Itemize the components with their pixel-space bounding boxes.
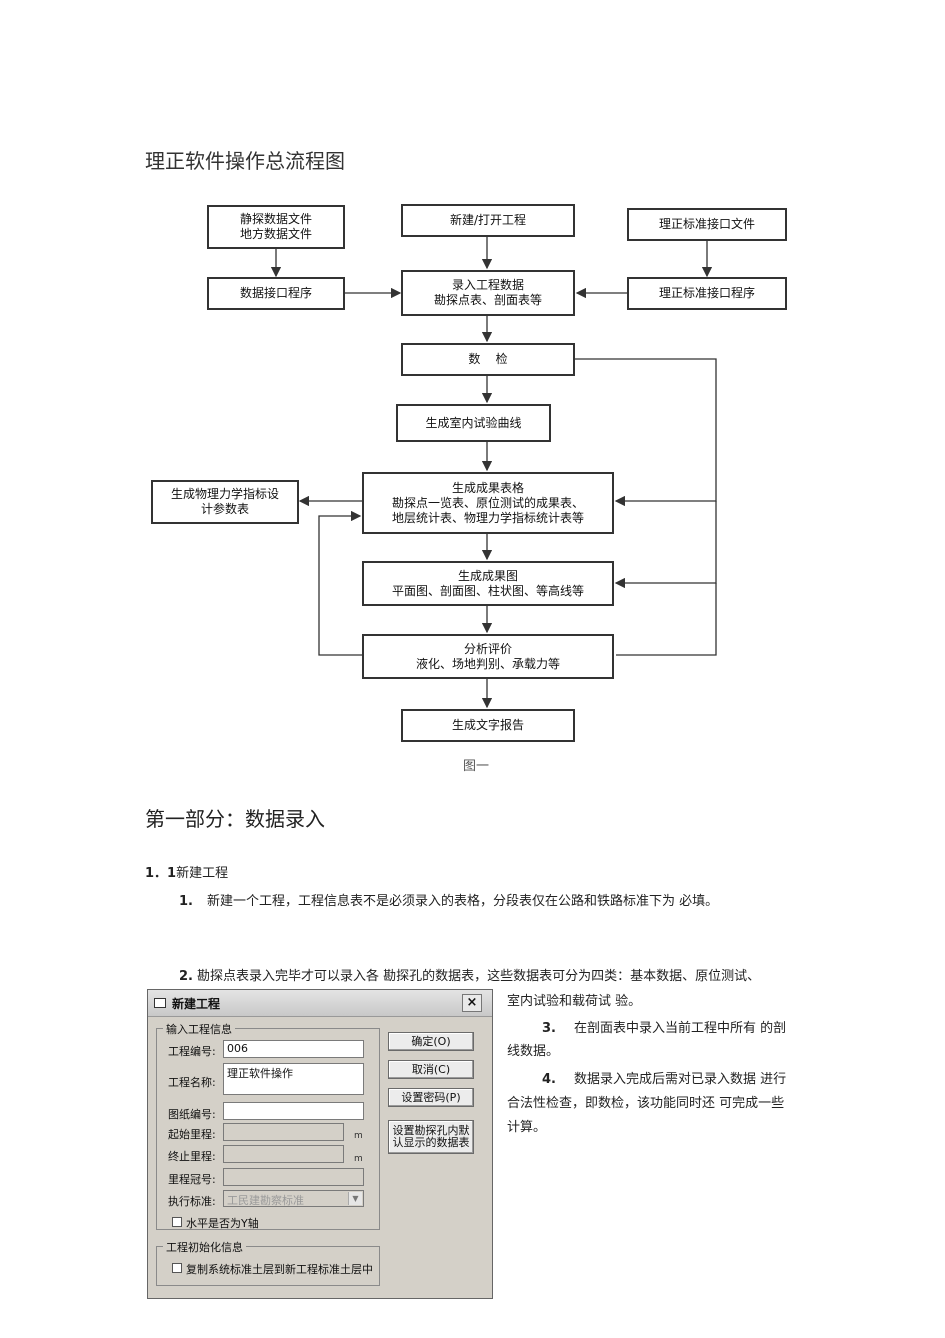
- drawing-no-label: 图纸编号:: [168, 1108, 216, 1121]
- box-text: 新建/打开工程: [449, 213, 527, 227]
- copy-layers-checkbox[interactable]: [172, 1263, 182, 1273]
- line-check-to-analysis: [616, 583, 717, 656]
- box-text-report: 生成文字报告: [401, 709, 575, 742]
- box-static-data-files: 静探数据文件 地方数据文件: [207, 205, 345, 249]
- box-text: 液化、场地判别、承载力等: [415, 656, 560, 671]
- box-analysis: 分析评价 液化、场地判别、承载力等: [362, 634, 614, 679]
- start-mileage-label: 起始里程:: [168, 1128, 216, 1141]
- box-data-check: 数 检: [401, 343, 575, 376]
- box-lizheng-interface-file: 理正标准接口文件: [627, 208, 787, 241]
- end-mileage-unit: m: [354, 1154, 363, 1164]
- box-text: 生成成果图: [457, 568, 518, 583]
- default-tables-button[interactable]: 设置勘探孔内默 认显示的数据表: [388, 1120, 474, 1154]
- box-text: 数 检: [468, 352, 508, 366]
- default-tables-button-line-1: 设置勘探孔内默: [392, 1124, 470, 1137]
- standard-label: 执行标准:: [168, 1195, 216, 1208]
- horizontal-y-axis-checkbox[interactable]: [172, 1217, 182, 1227]
- item-text: 新建一个工程，工程信息表不是必须录入的表格，分段表仅在公路和铁路标准下为 必填。: [206, 894, 719, 909]
- box-text: 生成成果表格: [451, 480, 524, 495]
- box-text: 计参数表: [200, 502, 249, 516]
- start-mileage-unit: m: [354, 1131, 363, 1141]
- item-3-line-1: 3. 在剖面表中录入当前工程中所有 的剖: [542, 1017, 786, 1041]
- item-4-line-2: 合法性检查，即数检，该功能同时还 可完成一些: [507, 1096, 785, 1111]
- box-text: 理正标准接口文件: [658, 217, 755, 231]
- box-new-open-project: 新建/打开工程: [401, 204, 575, 237]
- item-2-line-2: 室内试验和载荷试 验。: [507, 994, 642, 1009]
- arrow-check-to-tables: [575, 358, 717, 507]
- figure-caption: 图一: [463, 759, 490, 774]
- item-number: 1.: [179, 894, 193, 909]
- item-number: 4.: [542, 1072, 556, 1087]
- close-button[interactable]: ×: [462, 994, 482, 1012]
- start-mileage-input[interactable]: [223, 1123, 344, 1141]
- flowchart: 静探数据文件 地方数据文件 新建/打开工程 理正标准接口文件 数据接口程序 录入…: [151, 204, 787, 742]
- item-text: 勘探点表录入完毕才可以录入各 勘探孔的数据表，这些数据表可分为四类：基本数据、原…: [196, 969, 761, 984]
- box-data-interface-program: 数据接口程序: [207, 277, 345, 310]
- app-icon: [154, 998, 166, 1008]
- end-mileage-input[interactable]: [223, 1145, 344, 1163]
- project-name-input[interactable]: 理正软件操作: [223, 1063, 364, 1095]
- box-physical-params: 生成物理力学指标设 计参数表: [151, 480, 299, 524]
- ok-button[interactable]: 确定(O): [388, 1032, 474, 1051]
- end-mileage-label: 终止里程:: [168, 1150, 216, 1163]
- subheading-number: 1．1: [145, 866, 177, 881]
- subheading-new-project: 1．1新建工程: [145, 862, 228, 886]
- standard-select[interactable]: 工民建勘察标准 ▼: [223, 1190, 364, 1207]
- project-no-label: 工程编号:: [168, 1045, 216, 1058]
- project-init-group: [156, 1246, 380, 1286]
- box-text: 勘探点一览表、原位测试的成果表、: [391, 495, 584, 510]
- box-text: 录入工程数据: [451, 278, 524, 292]
- chevron-down-icon[interactable]: ▼: [348, 1192, 362, 1205]
- horizontal-y-axis-label: 水平是否为Y轴: [186, 1217, 259, 1230]
- item-4-line-3: 计算。: [507, 1120, 547, 1135]
- box-text: 生成室内试验曲线: [425, 415, 522, 430]
- box-text: 平面图、剖面图、柱状图、等高线等: [391, 583, 584, 598]
- mileage-prefix-input[interactable]: [223, 1168, 364, 1186]
- box-text: 生成物理力学指标设: [170, 487, 279, 501]
- project-init-group-label: 工程初始化信息: [163, 1239, 246, 1255]
- box-text: 地层统计表、物理力学指标统计表等: [391, 510, 584, 525]
- project-info-group-label: 输入工程信息: [163, 1021, 235, 1037]
- box-text: 地方数据文件: [239, 227, 312, 241]
- box-lab-curve: 生成室内试验曲线: [396, 404, 551, 442]
- item-3-line-2: 线数据。: [507, 1044, 560, 1059]
- set-password-button[interactable]: 设置密码(P): [388, 1088, 474, 1107]
- arrow-analysis-back-to-tables: [318, 510, 362, 656]
- box-text: 分析评价: [463, 641, 512, 656]
- item-1: 1. 新建一个工程，工程信息表不是必须录入的表格，分段表仅在公路和铁路标准下为 必…: [179, 890, 718, 914]
- section-title: 第一部分：数据录入: [145, 807, 325, 831]
- drawing-no-input[interactable]: [223, 1102, 364, 1120]
- cancel-button[interactable]: 取消(C): [388, 1060, 474, 1079]
- box-text: 勘探点表、剖面表等: [433, 293, 542, 307]
- box-entry-project-data: 录入工程数据 勘探点表、剖面表等: [401, 270, 575, 316]
- item-2-line-1: 2.勘探点表录入完毕才可以录入各 勘探孔的数据表，这些数据表可分为四类：基本数据…: [179, 965, 760, 989]
- box-text: 理正标准接口程序: [658, 286, 755, 300]
- arrow-check-to-maps: [614, 501, 717, 589]
- project-no-input[interactable]: 006: [223, 1040, 364, 1058]
- item-text: 数据录入完成后需对已录入数据 进行: [573, 1072, 787, 1087]
- flowchart-connectors: [270, 236, 717, 709]
- box-lizheng-interface-program: 理正标准接口程序: [627, 277, 787, 310]
- item-number: 2.: [179, 969, 193, 984]
- copy-layers-label: 复制系统标准土层到新工程标准土层中: [186, 1263, 373, 1276]
- project-name-label: 工程名称:: [168, 1076, 216, 1089]
- box-text: 生成文字报告: [451, 718, 524, 732]
- mileage-prefix-label: 里程冠号:: [168, 1173, 216, 1186]
- subheading-text: 新建工程: [176, 866, 229, 881]
- box-result-tables: 生成成果表格 勘探点一览表、原位测试的成果表、 地层统计表、物理力学指标统计表等: [362, 472, 614, 534]
- item-number: 3.: [542, 1021, 556, 1036]
- box-result-maps: 生成成果图 平面图、剖面图、柱状图、等高线等: [362, 561, 614, 606]
- item-text: 在剖面表中录入当前工程中所有 的剖: [573, 1021, 787, 1036]
- dialog-title: 新建工程: [172, 997, 221, 1011]
- standard-select-value: 工民建勘察标准: [227, 1194, 304, 1207]
- project-info-group: [156, 1028, 380, 1230]
- default-tables-button-line-2: 认显示的数据表: [392, 1136, 470, 1149]
- new-project-dialog: 新建工程 × 输入工程信息 工程编号: 006 工程名称: 理正软件操作 图纸编…: [147, 989, 493, 1299]
- page-title: 理正软件操作总流程图: [145, 149, 345, 173]
- item-4-line-1: 4. 数据录入完成后需对已录入数据 进行: [542, 1068, 786, 1092]
- dialog-titlebar[interactable]: 新建工程 ×: [148, 990, 492, 1017]
- box-text: 静探数据文件: [239, 212, 312, 226]
- box-text: 数据接口程序: [239, 286, 312, 300]
